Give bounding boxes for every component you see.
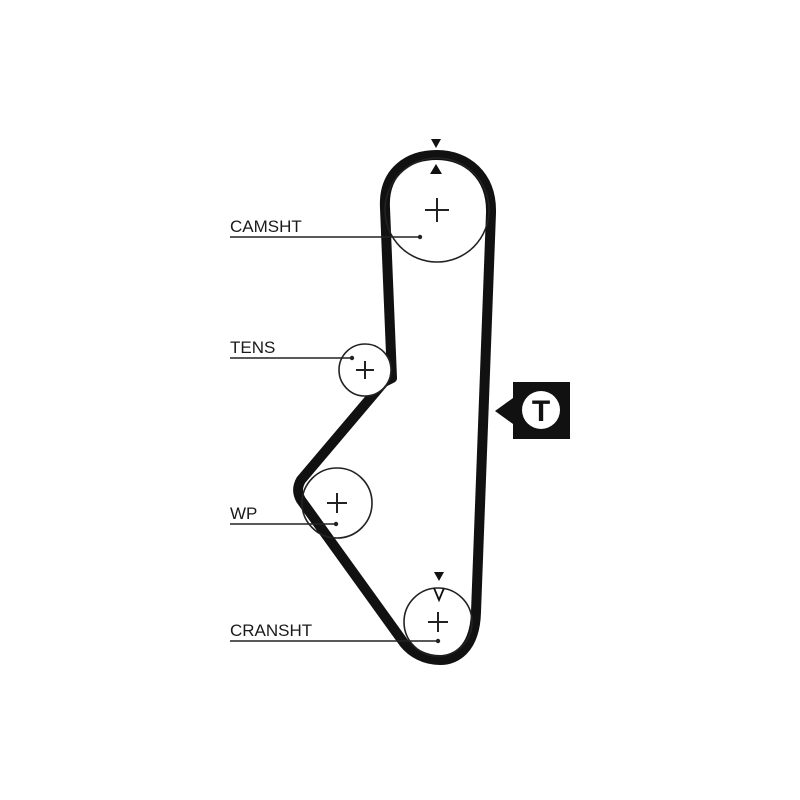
tension-marker-letter: T (532, 395, 550, 428)
triangle-down-icon (434, 572, 444, 581)
water-pump-pulley (301, 467, 373, 539)
triangle-down-icon (431, 139, 441, 148)
plus-icon (356, 361, 374, 379)
crankshaft-label: CRANSHT (230, 621, 312, 640)
plus-icon (425, 198, 449, 222)
water-pump-label: WP (230, 504, 257, 523)
tension-t-icon: T (495, 382, 570, 439)
camshaft-label: CAMSHT (230, 217, 302, 236)
tensioner-label: TENS (230, 338, 275, 357)
crankshaft-pulley (403, 587, 473, 657)
crankshaft-timing-mark (433, 572, 445, 603)
leader-lines (230, 234, 441, 644)
tensioner-pulley (338, 343, 392, 397)
camshaft-pulley (384, 157, 490, 263)
v-mark-icon (433, 587, 445, 603)
plus-icon (428, 612, 448, 632)
camshaft-timing-mark (430, 139, 442, 174)
timing-belt (293, 150, 497, 665)
plus-icon (327, 493, 347, 513)
triangle-up-icon (430, 164, 442, 174)
